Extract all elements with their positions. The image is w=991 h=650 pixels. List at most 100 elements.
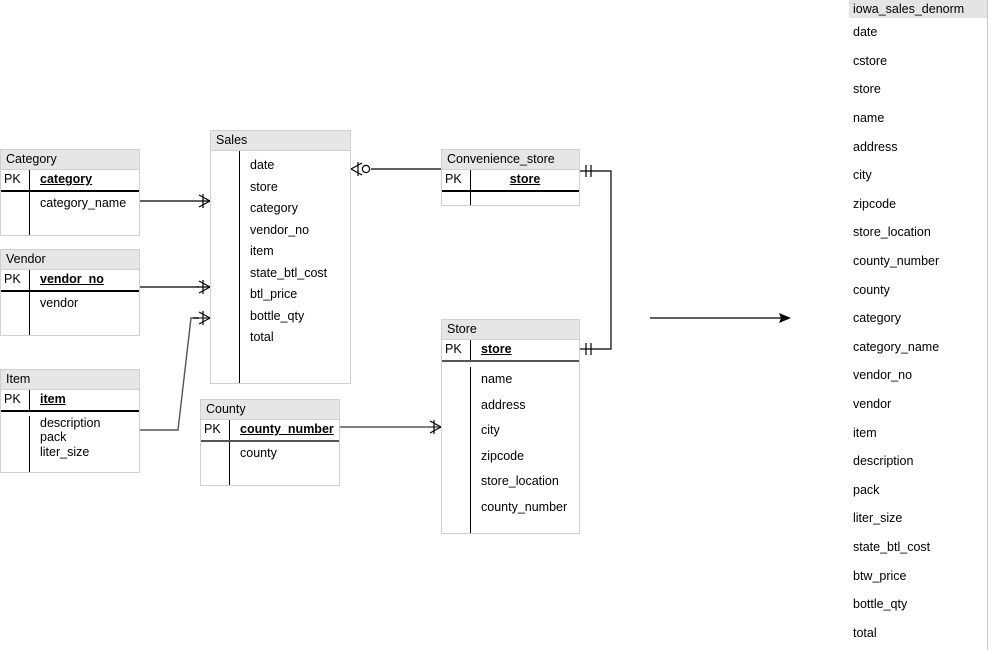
entity-vendor-attributes: vendor	[1, 291, 139, 335]
attribute: total	[250, 330, 274, 344]
denorm-column[interactable]: address	[853, 139, 898, 154]
connector-vendor-sales	[140, 280, 211, 294]
denorm-column[interactable]: store_location	[853, 225, 931, 240]
attribute: vendor	[40, 296, 79, 310]
attribute: name	[481, 372, 513, 386]
entity-county-attr-list: county	[229, 441, 339, 485]
denorm-column[interactable]: name	[853, 111, 885, 126]
entity-sales-title: Sales	[211, 131, 350, 151]
attribute: description	[40, 415, 101, 430]
denorm-column[interactable]: vendor	[853, 397, 892, 412]
denorm-column[interactable]: total	[853, 625, 877, 640]
attribute: item	[250, 244, 274, 258]
attribute: btl_price	[250, 287, 298, 301]
denorm-column[interactable]: date	[853, 25, 878, 40]
attribute: store_location	[481, 474, 559, 488]
entity-item-pk-row: PK item	[1, 389, 139, 412]
entity-convenience-store-pk-row: PK store	[442, 169, 579, 192]
entity-vendor-gutter	[1, 292, 29, 335]
entity-item-title: Item	[1, 370, 139, 390]
entity-county-pk-label: PK	[204, 422, 221, 437]
entity-county[interactable]: County PK county_number county	[200, 399, 340, 486]
entity-category-attr-list: category_name	[29, 191, 139, 235]
denorm-column[interactable]: cstore	[853, 53, 888, 68]
attribute: store	[250, 179, 278, 194]
entity-category-attributes: category_name	[1, 191, 139, 235]
denorm-column[interactable]: store	[853, 82, 881, 97]
connector-county-store	[340, 420, 442, 434]
attribute: date	[250, 158, 275, 172]
entity-convenience-store[interactable]: Convenience_store PK store	[441, 149, 580, 206]
attribute: state_btl_cost	[250, 265, 328, 280]
entity-county-pk-row: PK county_number	[201, 419, 339, 442]
entity-vendor-title: Vendor	[1, 250, 139, 270]
entity-category-title: Category	[1, 150, 139, 170]
entity-store-gutter	[442, 367, 470, 533]
denorm-column[interactable]: county_number	[853, 254, 940, 269]
denormalized-table-panel[interactable]: iowa_sales_denorm date cstore store name…	[849, 0, 988, 650]
entity-sales-gutter	[211, 151, 239, 383]
attribute: pack	[40, 430, 67, 444]
entity-category-gutter	[1, 192, 29, 235]
denorm-column[interactable]: state_btl_cost	[853, 539, 931, 554]
entity-vendor-pk-label: PK	[4, 272, 21, 287]
entity-sales[interactable]: Sales date store category vendor_no item…	[210, 130, 351, 384]
denorm-column[interactable]: category_name	[853, 339, 940, 354]
entity-county-pk-field: county_number	[229, 419, 339, 440]
entity-store[interactable]: Store PK store name address city zipcode…	[441, 319, 580, 534]
entity-vendor-attr-list: vendor	[29, 291, 139, 335]
entity-store-pk-field: store	[470, 339, 579, 360]
entity-category-pk-label: PK	[4, 172, 21, 187]
denormalization-arrow	[650, 313, 791, 323]
entity-convenience-store-attributes	[442, 191, 579, 205]
attribute: county	[240, 446, 277, 460]
entity-item-pk-label: PK	[4, 392, 21, 407]
entity-store-pk-label: PK	[445, 342, 462, 357]
entity-convenience-store-attr-list	[470, 191, 579, 205]
entity-vendor-pk-field: vendor_no	[29, 269, 139, 290]
denorm-column[interactable]: item	[853, 425, 877, 440]
denorm-column[interactable]: pack	[853, 482, 880, 497]
denorm-column[interactable]: county	[853, 282, 890, 297]
denorm-column[interactable]: city	[853, 168, 872, 183]
entity-county-title: County	[201, 400, 339, 420]
denorm-column[interactable]: bottle_qty	[853, 597, 908, 612]
entity-county-attributes: county	[201, 441, 339, 485]
entity-sales-attributes: date store category vendor_no item state…	[211, 150, 350, 383]
denorm-column[interactable]: zipcode	[853, 196, 897, 211]
attribute: category	[250, 201, 298, 215]
entity-store-title: Store	[442, 320, 579, 340]
attribute: category_name	[40, 196, 127, 210]
entity-item-attributes: description pack liter_size	[1, 412, 139, 472]
entity-store-attr-list: name address city zipcode store_location…	[470, 366, 579, 533]
connector-conveniencestore-store	[580, 165, 612, 355]
denorm-column[interactable]: category	[853, 311, 901, 326]
connector-sales-conveniencestore	[350, 162, 441, 176]
entity-convenience-store-title: Convenience_store	[442, 150, 579, 170]
attribute: county_number	[481, 499, 568, 514]
entity-category[interactable]: Category PK category category_name	[0, 149, 140, 236]
denorm-column[interactable]: vendor_no	[853, 368, 913, 383]
attribute: vendor_no	[250, 222, 310, 237]
denorm-column-list[interactable]: date cstore store name address city zipc…	[849, 18, 987, 647]
entity-item-pk-field: item	[29, 389, 139, 410]
denorm-column[interactable]: liter_size	[853, 511, 903, 526]
entity-category-pk-row: PK category	[1, 169, 139, 192]
attribute: city	[481, 423, 500, 437]
entity-convenience-store-gutter	[442, 192, 470, 205]
attribute: zipcode	[481, 448, 525, 463]
entity-sales-attr-list: date store category vendor_no item state…	[239, 150, 350, 383]
connector-category-sales	[140, 194, 211, 208]
denorm-table-title: iowa_sales_denorm	[849, 0, 987, 18]
attribute: liter_size	[40, 444, 90, 459]
entity-convenience-store-pk-field: store	[470, 169, 579, 190]
entity-vendor-pk-row: PK vendor_no	[1, 269, 139, 292]
denorm-column[interactable]: btw_price	[853, 568, 907, 583]
entity-item-attr-list: description pack liter_size	[29, 415, 139, 472]
entity-category-pk-field: category	[29, 169, 139, 190]
attribute: bottle_qty	[250, 308, 305, 323]
entity-item-gutter	[1, 416, 29, 472]
denorm-column[interactable]: description	[853, 454, 914, 469]
entity-vendor[interactable]: Vendor PK vendor_no vendor	[0, 249, 140, 336]
entity-item[interactable]: Item PK item description pack liter_size	[0, 369, 140, 473]
